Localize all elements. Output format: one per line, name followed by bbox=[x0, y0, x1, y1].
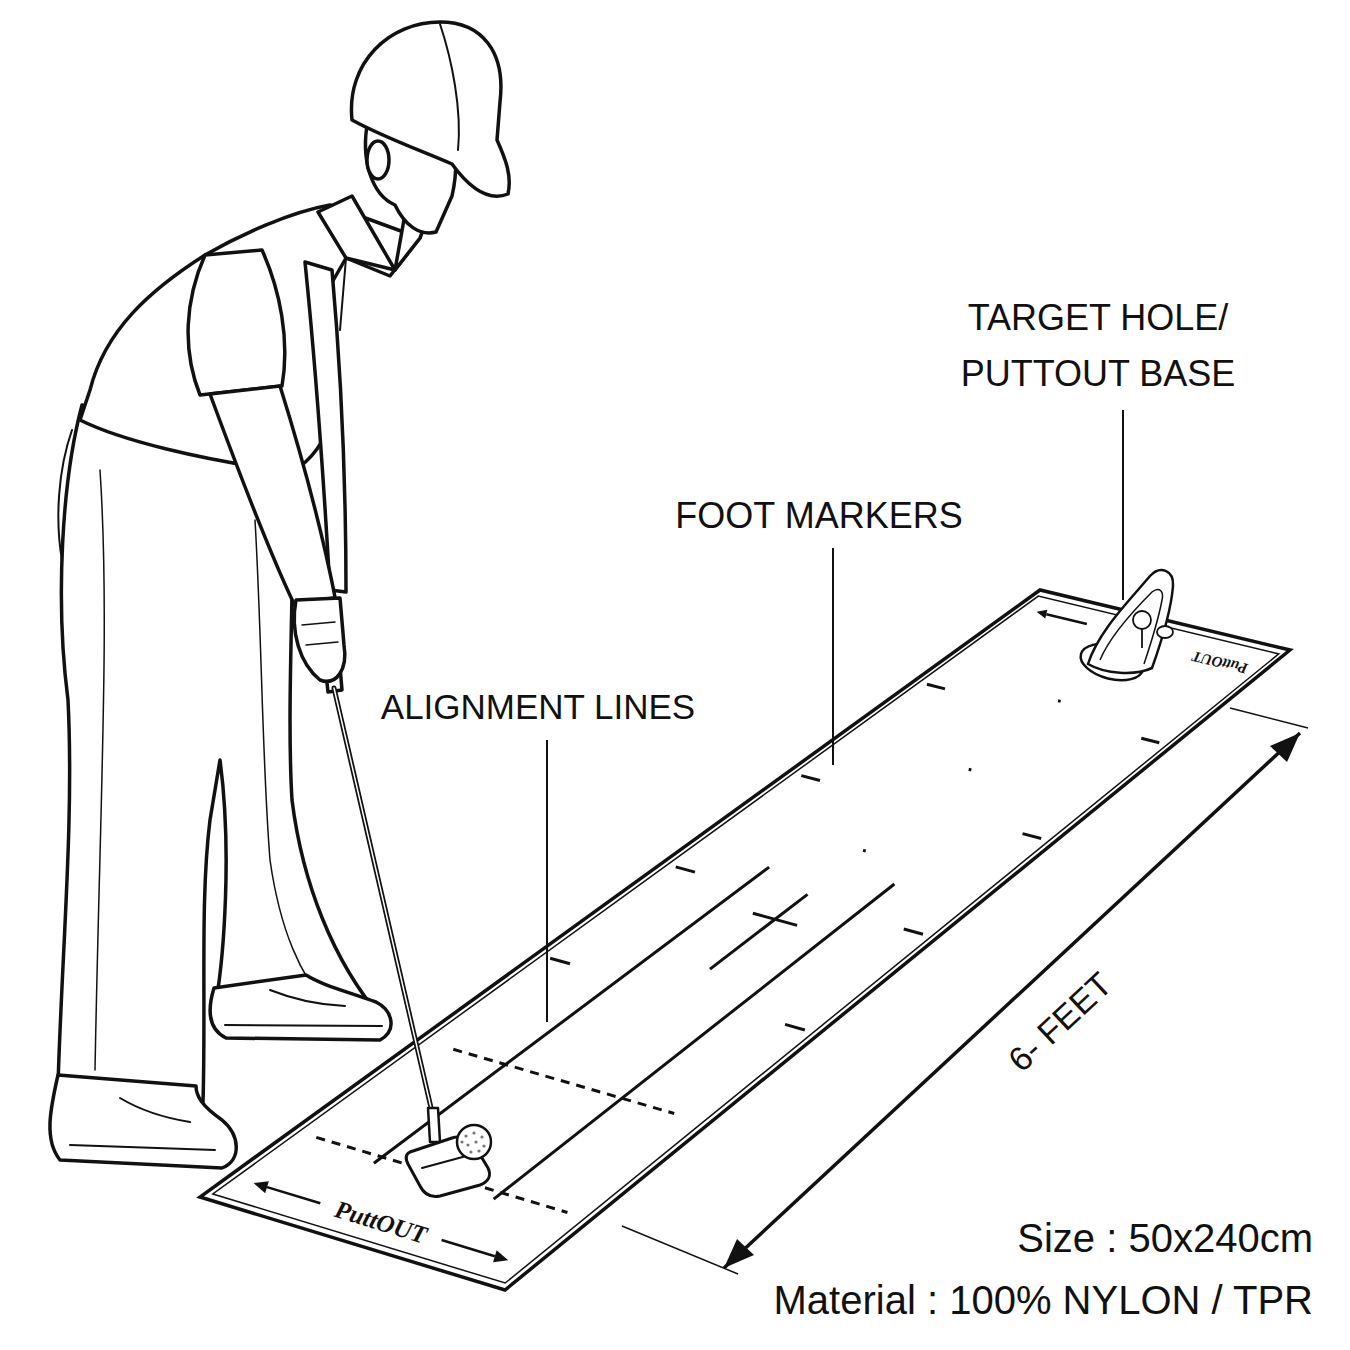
spec-note: Material : 100% NYLON / TPR bbox=[774, 1276, 1313, 1324]
putting-mat bbox=[200, 590, 1290, 1290]
foot-marker bbox=[1141, 738, 1159, 743]
part-label: ALIGNMENT LINES bbox=[381, 686, 695, 728]
putter bbox=[334, 688, 490, 1197]
foot-marker bbox=[904, 929, 923, 934]
pocket bbox=[58, 430, 72, 560]
cap-seam bbox=[440, 24, 459, 150]
foot-marker bbox=[1058, 699, 1061, 703]
backboard-target bbox=[1133, 611, 1151, 629]
logo-arrow bbox=[1046, 614, 1087, 624]
golf-ball bbox=[457, 1125, 491, 1159]
collar bbox=[318, 196, 395, 270]
alignment-line bbox=[374, 867, 769, 1163]
leader-line bbox=[546, 740, 548, 1022]
ear bbox=[367, 141, 389, 179]
golf-ball bbox=[457, 1125, 491, 1159]
mat-border bbox=[213, 596, 1279, 1283]
logo-arrowhead bbox=[493, 1250, 508, 1262]
alignment-line bbox=[494, 884, 895, 1199]
foot-marker bbox=[550, 958, 570, 964]
leader-line bbox=[832, 548, 834, 765]
backboard-target bbox=[1141, 629, 1143, 648]
putter-hosel bbox=[428, 1108, 440, 1142]
shoe bbox=[210, 975, 391, 1040]
mat-outline bbox=[200, 590, 1290, 1290]
cap bbox=[351, 22, 509, 196]
hands bbox=[294, 598, 345, 681]
shirt-placket bbox=[340, 258, 346, 330]
putter-shaft-highlight bbox=[334, 688, 432, 1112]
brand-logo: PuttOUT bbox=[1187, 647, 1251, 676]
backboard-disc bbox=[1157, 626, 1173, 638]
foot-marker bbox=[969, 768, 972, 772]
dimension-label: 6- FEET bbox=[1000, 964, 1120, 1080]
leader-line bbox=[1122, 410, 1124, 600]
arrowhead bbox=[1270, 733, 1300, 762]
puttout-backboard bbox=[1088, 570, 1173, 673]
logo-arrow bbox=[442, 1240, 495, 1256]
logo-arrowhead bbox=[254, 1181, 269, 1193]
dimension-arrow bbox=[724, 733, 1300, 1268]
puttout-base bbox=[1077, 570, 1173, 686]
spec-note: Size : 50x240cm bbox=[1017, 1214, 1313, 1262]
sleeve bbox=[188, 250, 285, 395]
shoe-detail bbox=[70, 1098, 215, 1150]
foot-marker bbox=[676, 867, 695, 872]
dimension bbox=[622, 708, 1308, 1274]
shoe bbox=[50, 1075, 236, 1168]
foot-marker bbox=[927, 684, 945, 689]
golfer bbox=[50, 22, 509, 1168]
foot-marker bbox=[801, 776, 820, 781]
backboard-inner bbox=[1100, 590, 1163, 664]
ball-dimples bbox=[460, 1131, 485, 1153]
putter-line bbox=[422, 1155, 470, 1168]
arrowhead bbox=[724, 1239, 754, 1268]
shoe-detail bbox=[225, 990, 382, 1026]
foot-marker bbox=[1023, 834, 1042, 839]
extension-line bbox=[622, 1226, 738, 1274]
logo-arrowhead bbox=[1037, 610, 1048, 619]
alignment-line bbox=[753, 913, 797, 925]
part-label: TARGET HOLE/ PUTTOUT BASE bbox=[948, 290, 1248, 402]
foot-marker bbox=[863, 849, 866, 853]
finger-lines bbox=[302, 622, 338, 645]
extension-line bbox=[1230, 708, 1308, 728]
logo-arrow bbox=[267, 1187, 320, 1203]
pants-crease bbox=[95, 470, 104, 1070]
dashed-alignment-line bbox=[453, 1049, 674, 1113]
putter-shaft bbox=[334, 688, 432, 1112]
part-label: FOOT MARKERS bbox=[675, 494, 962, 537]
alignment-line bbox=[710, 894, 808, 969]
arm bbox=[210, 386, 336, 612]
brand-logo: PuttOUT bbox=[329, 1195, 432, 1248]
foot-marker bbox=[785, 1024, 805, 1030]
